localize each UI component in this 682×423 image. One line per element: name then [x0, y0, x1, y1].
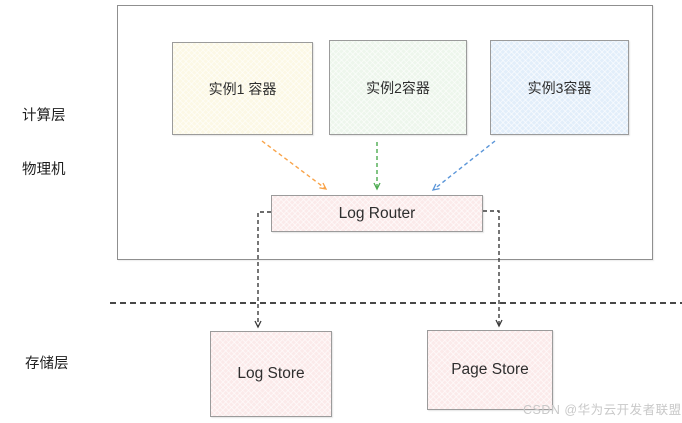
node-log-store: Log Store: [210, 331, 332, 417]
node-instance3-container: 实例3容器: [490, 40, 629, 135]
node-label: Page Store: [451, 361, 529, 378]
compute-layer-label-line1: 计算层: [22, 108, 66, 124]
compute-layer-label-line2: 物理机: [22, 162, 66, 178]
node-instance2-container: 实例2容器: [329, 40, 467, 135]
node-label: Log Store: [237, 365, 305, 382]
node-label: 实例1 容器: [208, 80, 277, 97]
node-page-store: Page Store: [427, 330, 553, 410]
node-log-router: Log Router: [271, 195, 483, 232]
storage-layer-label: 存储层: [25, 356, 69, 372]
node-label: 实例3容器: [527, 79, 592, 96]
csdn-watermark: CSDN @华为云开发者联盟: [523, 403, 682, 417]
node-instance1-container: 实例1 容器: [172, 42, 313, 135]
compute-layer-label: 计算层 物理机: [22, 71, 66, 215]
node-label: Log Router: [338, 204, 416, 222]
node-label: 实例2容器: [366, 79, 430, 96]
compute-boundary-box: [117, 5, 653, 260]
